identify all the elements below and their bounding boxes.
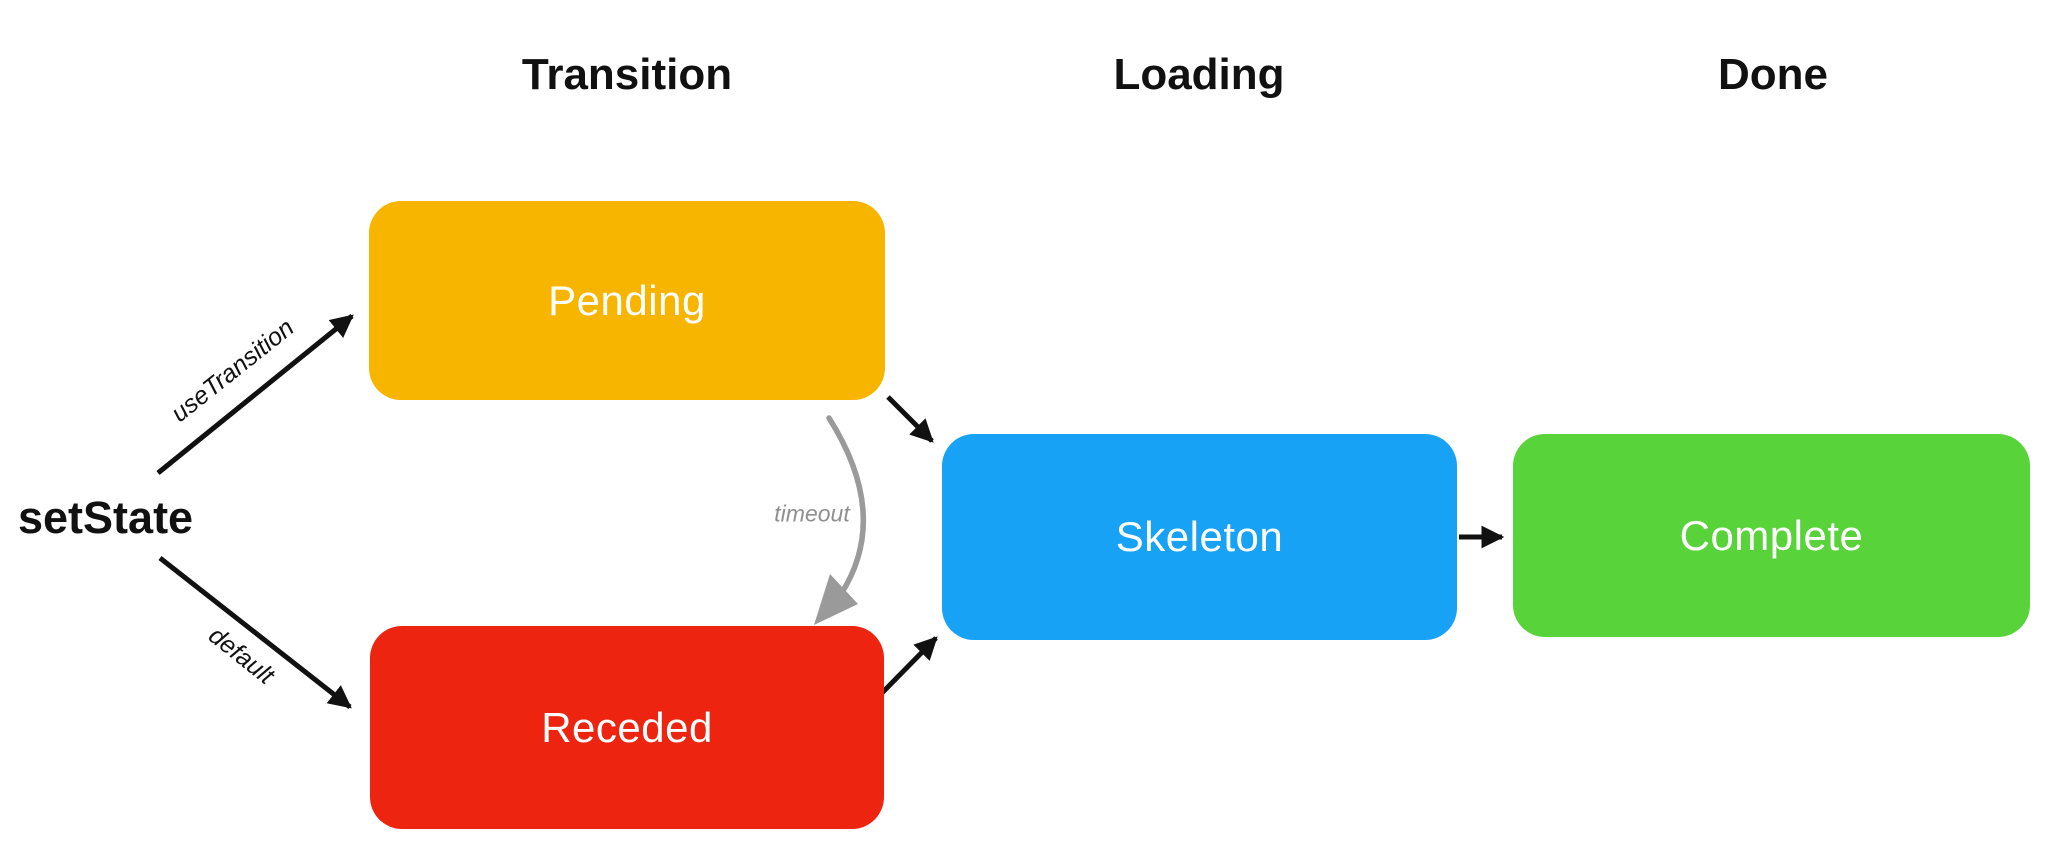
setstate-label: setState — [18, 492, 194, 543]
node-receded: Receded — [370, 626, 884, 829]
node-pending-label: Pending — [548, 276, 706, 324]
node-complete: Complete — [1513, 434, 2030, 637]
column-header-transition: Transition — [521, 50, 733, 99]
edge-timeout-arrowhead — [814, 574, 858, 625]
edge-label-timeout: timeout — [774, 500, 850, 527]
column-header-done: Done — [1718, 50, 1828, 99]
edge-receded-skeleton-arrow — [878, 636, 938, 697]
node-skeleton: Skeleton — [942, 434, 1457, 640]
edge-default-arrow — [158, 556, 352, 709]
edge-timeout-curve-sketch — [832, 423, 864, 587]
column-header-loading: Loading — [1113, 50, 1285, 99]
edge-pending-skeleton-arrow — [886, 395, 934, 443]
node-complete-label: Complete — [1679, 511, 1864, 559]
edge-usetransition-arrow — [156, 314, 354, 475]
node-pending: Pending — [369, 201, 885, 400]
node-skeleton-label: Skeleton — [1115, 513, 1284, 560]
node-receded-label: Receded — [541, 703, 713, 751]
